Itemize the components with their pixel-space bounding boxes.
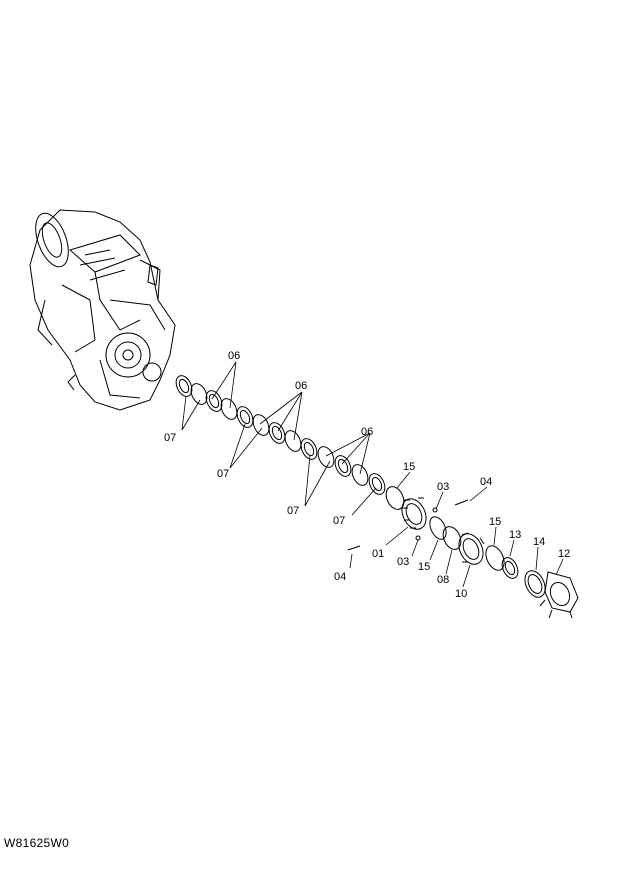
callout-04: 04	[480, 476, 492, 488]
cylinder-components	[429, 516, 485, 565]
callout-03: 03	[437, 481, 449, 493]
transmission-housing	[29, 209, 176, 411]
callout-15: 15	[403, 461, 415, 473]
callout-08: 08	[437, 574, 449, 586]
callout-06: 06	[295, 380, 307, 392]
callout-06: 06	[228, 350, 240, 362]
callout-labels: 06 07 06 07 06 07 07 15 03 04 01 03 15 0…	[164, 350, 570, 600]
callout-03: 03	[397, 556, 409, 568]
piston-assembly	[385, 486, 427, 530]
callout-07: 07	[164, 432, 176, 444]
callout-07: 07	[217, 468, 229, 480]
drawing-code: W81625W0	[4, 836, 70, 850]
callout-04: 04	[334, 571, 346, 583]
clutch-disc-pack	[175, 375, 386, 495]
callout-14: 14	[533, 536, 545, 548]
callout-01: 01	[372, 548, 384, 560]
callout-12: 12	[558, 548, 570, 560]
callout-15: 15	[418, 561, 430, 573]
end-cover-assembly	[485, 545, 579, 619]
callout-15: 15	[489, 516, 501, 528]
callout-06: 06	[361, 426, 373, 438]
callout-07: 07	[333, 515, 345, 527]
callout-13: 13	[509, 529, 521, 541]
callout-10: 10	[455, 588, 467, 600]
callout-07: 07	[287, 505, 299, 517]
leader-lines	[181, 361, 564, 588]
